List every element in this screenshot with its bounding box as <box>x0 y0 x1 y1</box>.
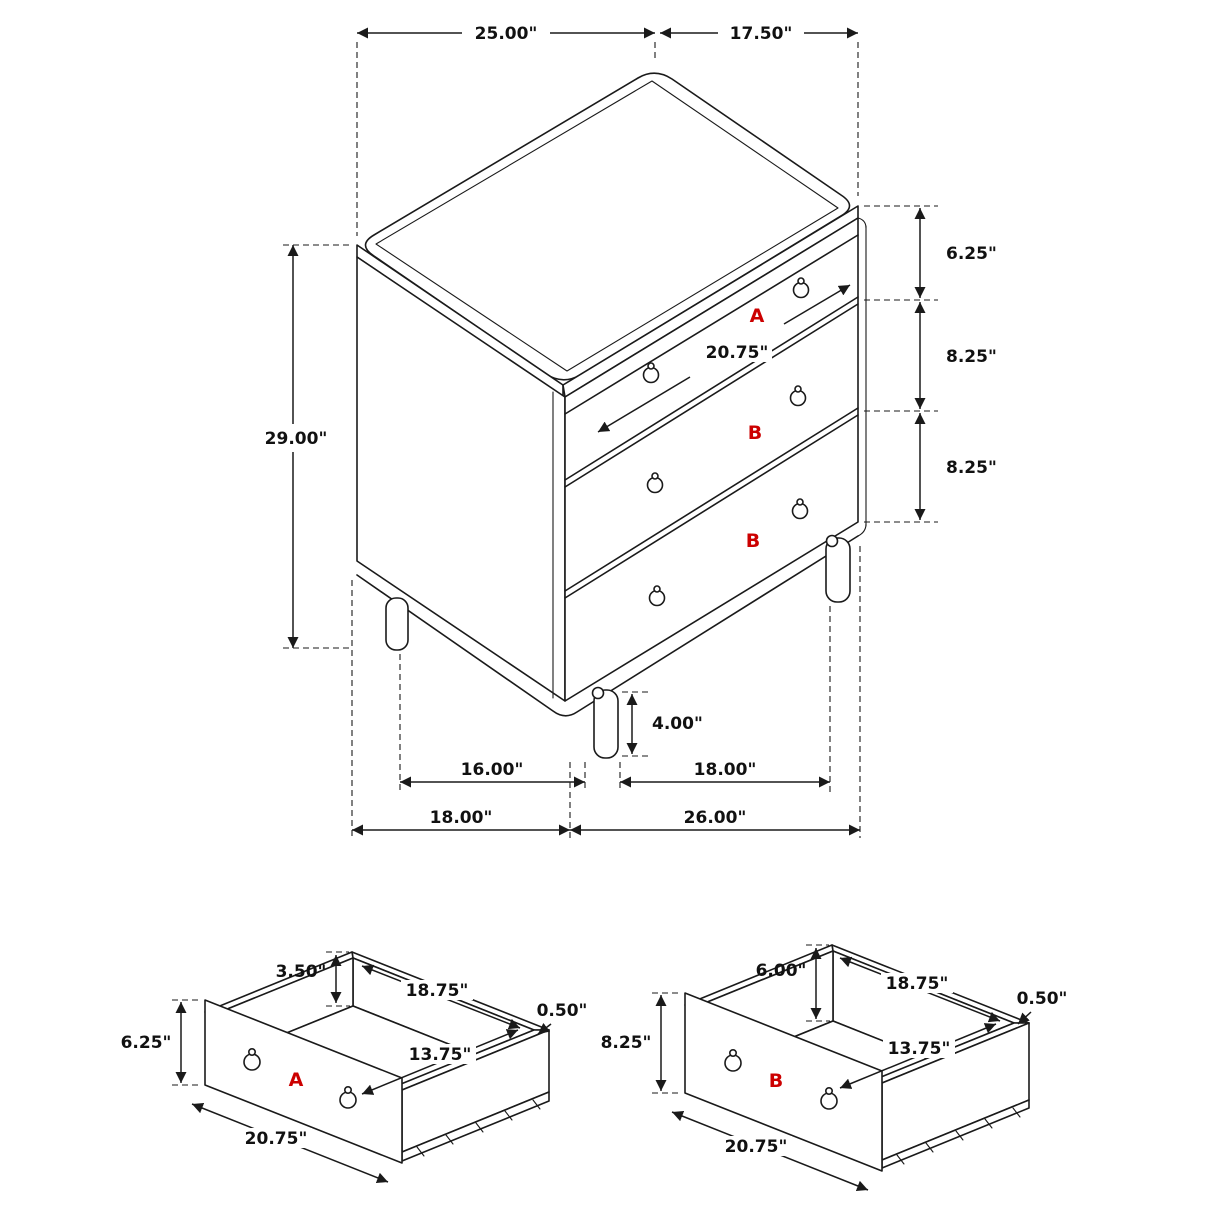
dim-top-depth: 25.00" <box>357 24 655 44</box>
dim-b-inner-depth: 13.75" <box>839 1023 997 1089</box>
dim-a-inner-height: 3.50" <box>276 955 342 1003</box>
dim-a-front-height: 6.25" <box>121 1002 187 1083</box>
front-leg <box>593 689 619 759</box>
drawer-a-extension-lines <box>172 951 350 1086</box>
drawer-a-knobs <box>642 277 810 384</box>
dim-b-front-width: 20.75" <box>671 1110 869 1192</box>
drawer-b2-knobs <box>648 498 809 607</box>
drawer-b-detail-view: B 8.25" 6.00" 18.75" 0.50" 13.75 <box>601 944 1068 1192</box>
right-leg <box>825 537 851 603</box>
dim-top-width: 17.50" <box>660 24 858 44</box>
svg-text:29.00": 29.00" <box>265 429 328 449</box>
knob-icon <box>339 1091 357 1109</box>
chest-isometric-view: A B B 25.00" 17.50" 6.25" 8.25" 8.25" <box>265 24 997 838</box>
front-leg-joint <box>591 686 605 700</box>
svg-text:0.50": 0.50" <box>537 1001 588 1021</box>
dim-drawer-a-height: 6.25" <box>914 208 997 298</box>
svg-text:8.25": 8.25" <box>601 1033 652 1053</box>
svg-text:6.25": 6.25" <box>121 1033 172 1053</box>
knob-icon <box>724 1054 742 1072</box>
svg-text:3.50": 3.50" <box>276 962 327 982</box>
dim-b-inner-height: 6.00" <box>756 948 822 1019</box>
svg-text:0.50": 0.50" <box>1017 989 1068 1009</box>
drawer-b-detail-label: B <box>769 1070 783 1092</box>
top-rail-line <box>564 234 859 415</box>
dim-b-thickness: 0.50" <box>1017 989 1068 1025</box>
svg-text:4.00": 4.00" <box>652 714 703 734</box>
svg-text:18.75": 18.75" <box>406 981 469 1001</box>
dim-leg-span-18: 18.00" <box>620 760 830 788</box>
svg-text:16.00": 16.00" <box>461 760 524 780</box>
drawer-a-detail-label: A <box>289 1069 304 1091</box>
drawer-a-label: A <box>750 305 765 327</box>
chest-drawer-face <box>564 217 859 702</box>
dim-a-front-width: 20.75" <box>191 1102 389 1184</box>
dim-a-inner-depth: 13.75" <box>361 1029 519 1095</box>
drawer-divider-1 <box>564 296 859 488</box>
chest-top-inner-edge <box>375 80 839 372</box>
dim-drawer-width: 20.75" <box>597 284 851 433</box>
knob-icon <box>820 1092 838 1110</box>
dim-leg-span-16: 16.00" <box>400 760 585 788</box>
dim-overall-height: 29.00" <box>265 245 328 648</box>
wood-joint-ticks <box>896 1107 1021 1165</box>
drawer-divider-2 <box>564 407 859 599</box>
right-corner-top-curve <box>857 217 867 229</box>
base-rail <box>356 535 859 717</box>
drawer-b-extension-lines <box>652 944 830 1094</box>
right-leg-joint <box>825 534 839 548</box>
drawer-a-detail-view: A 6.25" 3.50" 18.75" 0.50" 13.75 <box>121 951 588 1184</box>
svg-text:18.00": 18.00" <box>430 808 493 828</box>
svg-text:6.00": 6.00" <box>756 961 807 981</box>
wood-joint-ticks <box>416 1099 541 1157</box>
dim-base-width-26: 26.00" <box>570 808 860 836</box>
dim-base-depth-18: 18.00" <box>352 808 570 836</box>
left-leg <box>385 597 409 651</box>
svg-text:18.00": 18.00" <box>694 760 757 780</box>
drawer-b1-knobs <box>646 385 807 494</box>
dim-a-inner-width: 18.75" <box>361 964 521 1030</box>
extension-lines <box>283 42 938 838</box>
svg-text:25.00": 25.00" <box>475 24 538 44</box>
dim-b-inner-width: 18.75" <box>839 956 1001 1023</box>
drawer-b1-label: B <box>748 422 762 444</box>
svg-text:17.50": 17.50" <box>730 24 793 44</box>
svg-text:26.00": 26.00" <box>684 808 747 828</box>
dim-drawer-b2-height: 8.25" <box>914 413 997 520</box>
svg-text:6.25": 6.25" <box>946 244 997 264</box>
knob-icon <box>243 1053 261 1071</box>
svg-text:13.75": 13.75" <box>888 1039 951 1059</box>
svg-text:8.25": 8.25" <box>946 458 997 478</box>
dim-b-front-height: 8.25" <box>601 995 667 1091</box>
right-corner-bottom-curve <box>857 523 867 537</box>
svg-text:20.75": 20.75" <box>725 1137 788 1157</box>
dim-leg-height: 4.00" <box>626 694 703 754</box>
chest-body: A B B <box>356 72 867 759</box>
drawer-b-detail-knobs <box>724 1049 838 1110</box>
drawer-b2-label: B <box>746 530 760 552</box>
svg-text:8.25": 8.25" <box>946 347 997 367</box>
dim-drawer-b1-height: 8.25" <box>914 302 997 409</box>
svg-text:13.75": 13.75" <box>409 1045 472 1065</box>
svg-text:18.75": 18.75" <box>886 974 949 994</box>
svg-text:20.75": 20.75" <box>706 343 769 363</box>
svg-text:20.75": 20.75" <box>245 1129 308 1149</box>
dim-a-thickness: 0.50" <box>537 1001 588 1035</box>
